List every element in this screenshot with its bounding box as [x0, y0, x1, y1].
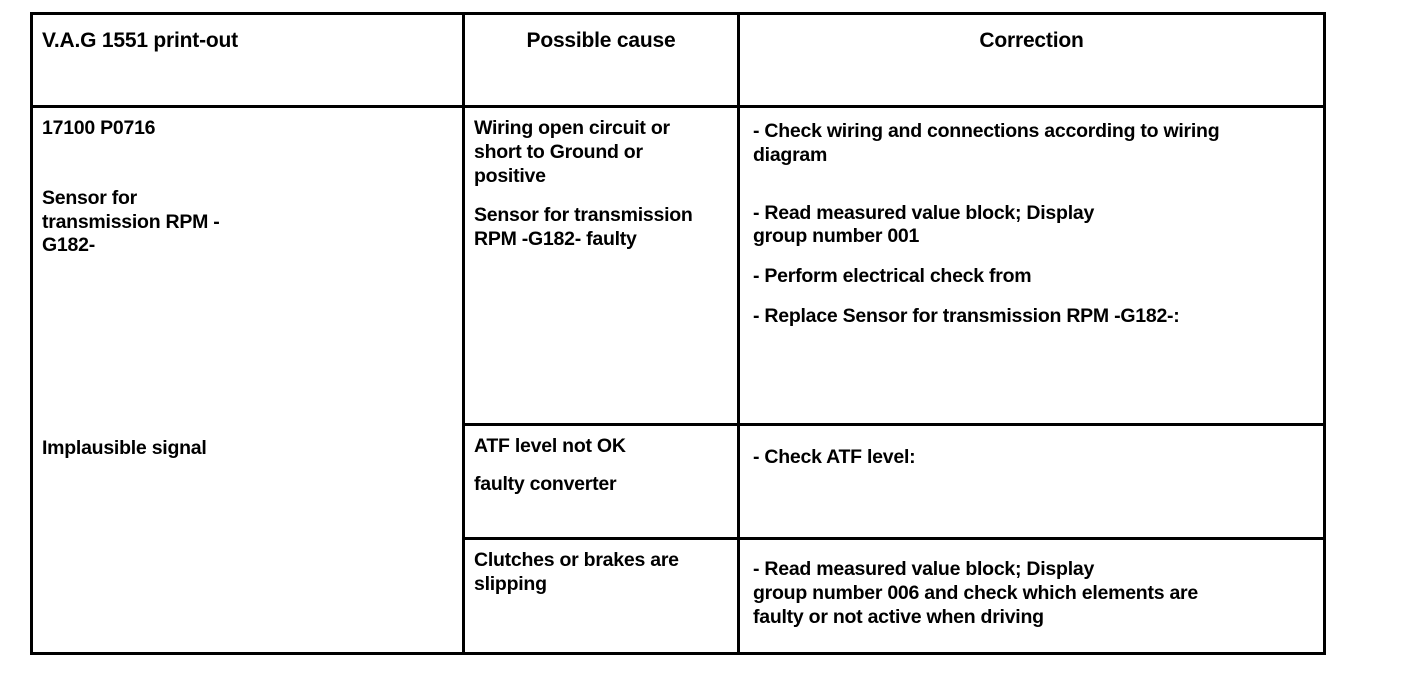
column-header-possible-cause: Possible cause [465, 15, 737, 108]
correction-read-mvb-001: - Read measured value block; Display gro… [753, 201, 1095, 248]
table-cell-printout-row2: Implausible signal [33, 428, 462, 652]
table-cell-correction-row1: - Check wiring and connections according… [740, 108, 1323, 426]
table-cell-cause-row1: Wiring open circuit or short to Ground o… [465, 108, 737, 426]
table-cell-correction-row2: - Check ATF level: [740, 426, 1323, 540]
column-header-label-correction: Correction [979, 29, 1084, 52]
correction-read-mvb-006: - Read measured value block; Display gro… [753, 558, 1198, 628]
column-correction: Correction - Check wiring and connection… [737, 15, 1323, 652]
fault-code-implausible-signal: Implausible signal [42, 437, 207, 459]
table-cell-cause-row3: Clutches or brakes are slipping [465, 540, 737, 652]
cause-clutches-brakes-slipping: Clutches or brakes are slipping [474, 549, 679, 595]
correction-check-wiring: - Check wiring and connections according… [753, 120, 1220, 166]
fault-table: V.A.G 1551 print-out 17100 P0716 Sensor … [30, 12, 1326, 655]
fault-code-17100: 17100 P0716 [42, 117, 156, 139]
correction-check-atf-level: - Check ATF level: [753, 446, 916, 468]
cause-atf-level-not-ok: ATF level not OK [474, 435, 626, 457]
table-cell-printout-row1: 17100 P0716 Sensor for transmission RPM … [33, 108, 462, 428]
fault-description-g182: Sensor for transmission RPM - G182- [42, 186, 220, 257]
table-cell-correction-row3: - Read measured value block; Display gro… [740, 540, 1323, 652]
column-possible-cause: Possible cause Wiring open circuit or sh… [462, 15, 737, 652]
column-vag-printout: V.A.G 1551 print-out 17100 P0716 Sensor … [33, 15, 462, 652]
cause-sensor-g182-faulty: Sensor for transmission RPM -G182- fault… [474, 204, 693, 251]
table-cell-cause-row2: ATF level not OK faulty converter [465, 426, 737, 540]
cause-faulty-converter: faulty converter [474, 472, 617, 495]
cause-wiring-open-circuit: Wiring open circuit or short to Ground o… [474, 117, 670, 187]
column-header-vag-printout: V.A.G 1551 print-out [33, 15, 462, 108]
column-header-correction: Correction [740, 15, 1323, 108]
correction-perform-electrical-check: - Perform electrical check from [753, 265, 1032, 288]
correction-replace-sensor-g182: - Replace Sensor for transmission RPM -G… [753, 304, 1180, 327]
column-header-label-possible-cause: Possible cause [526, 29, 676, 52]
column-header-label-vag-printout: V.A.G 1551 print-out [42, 29, 238, 52]
